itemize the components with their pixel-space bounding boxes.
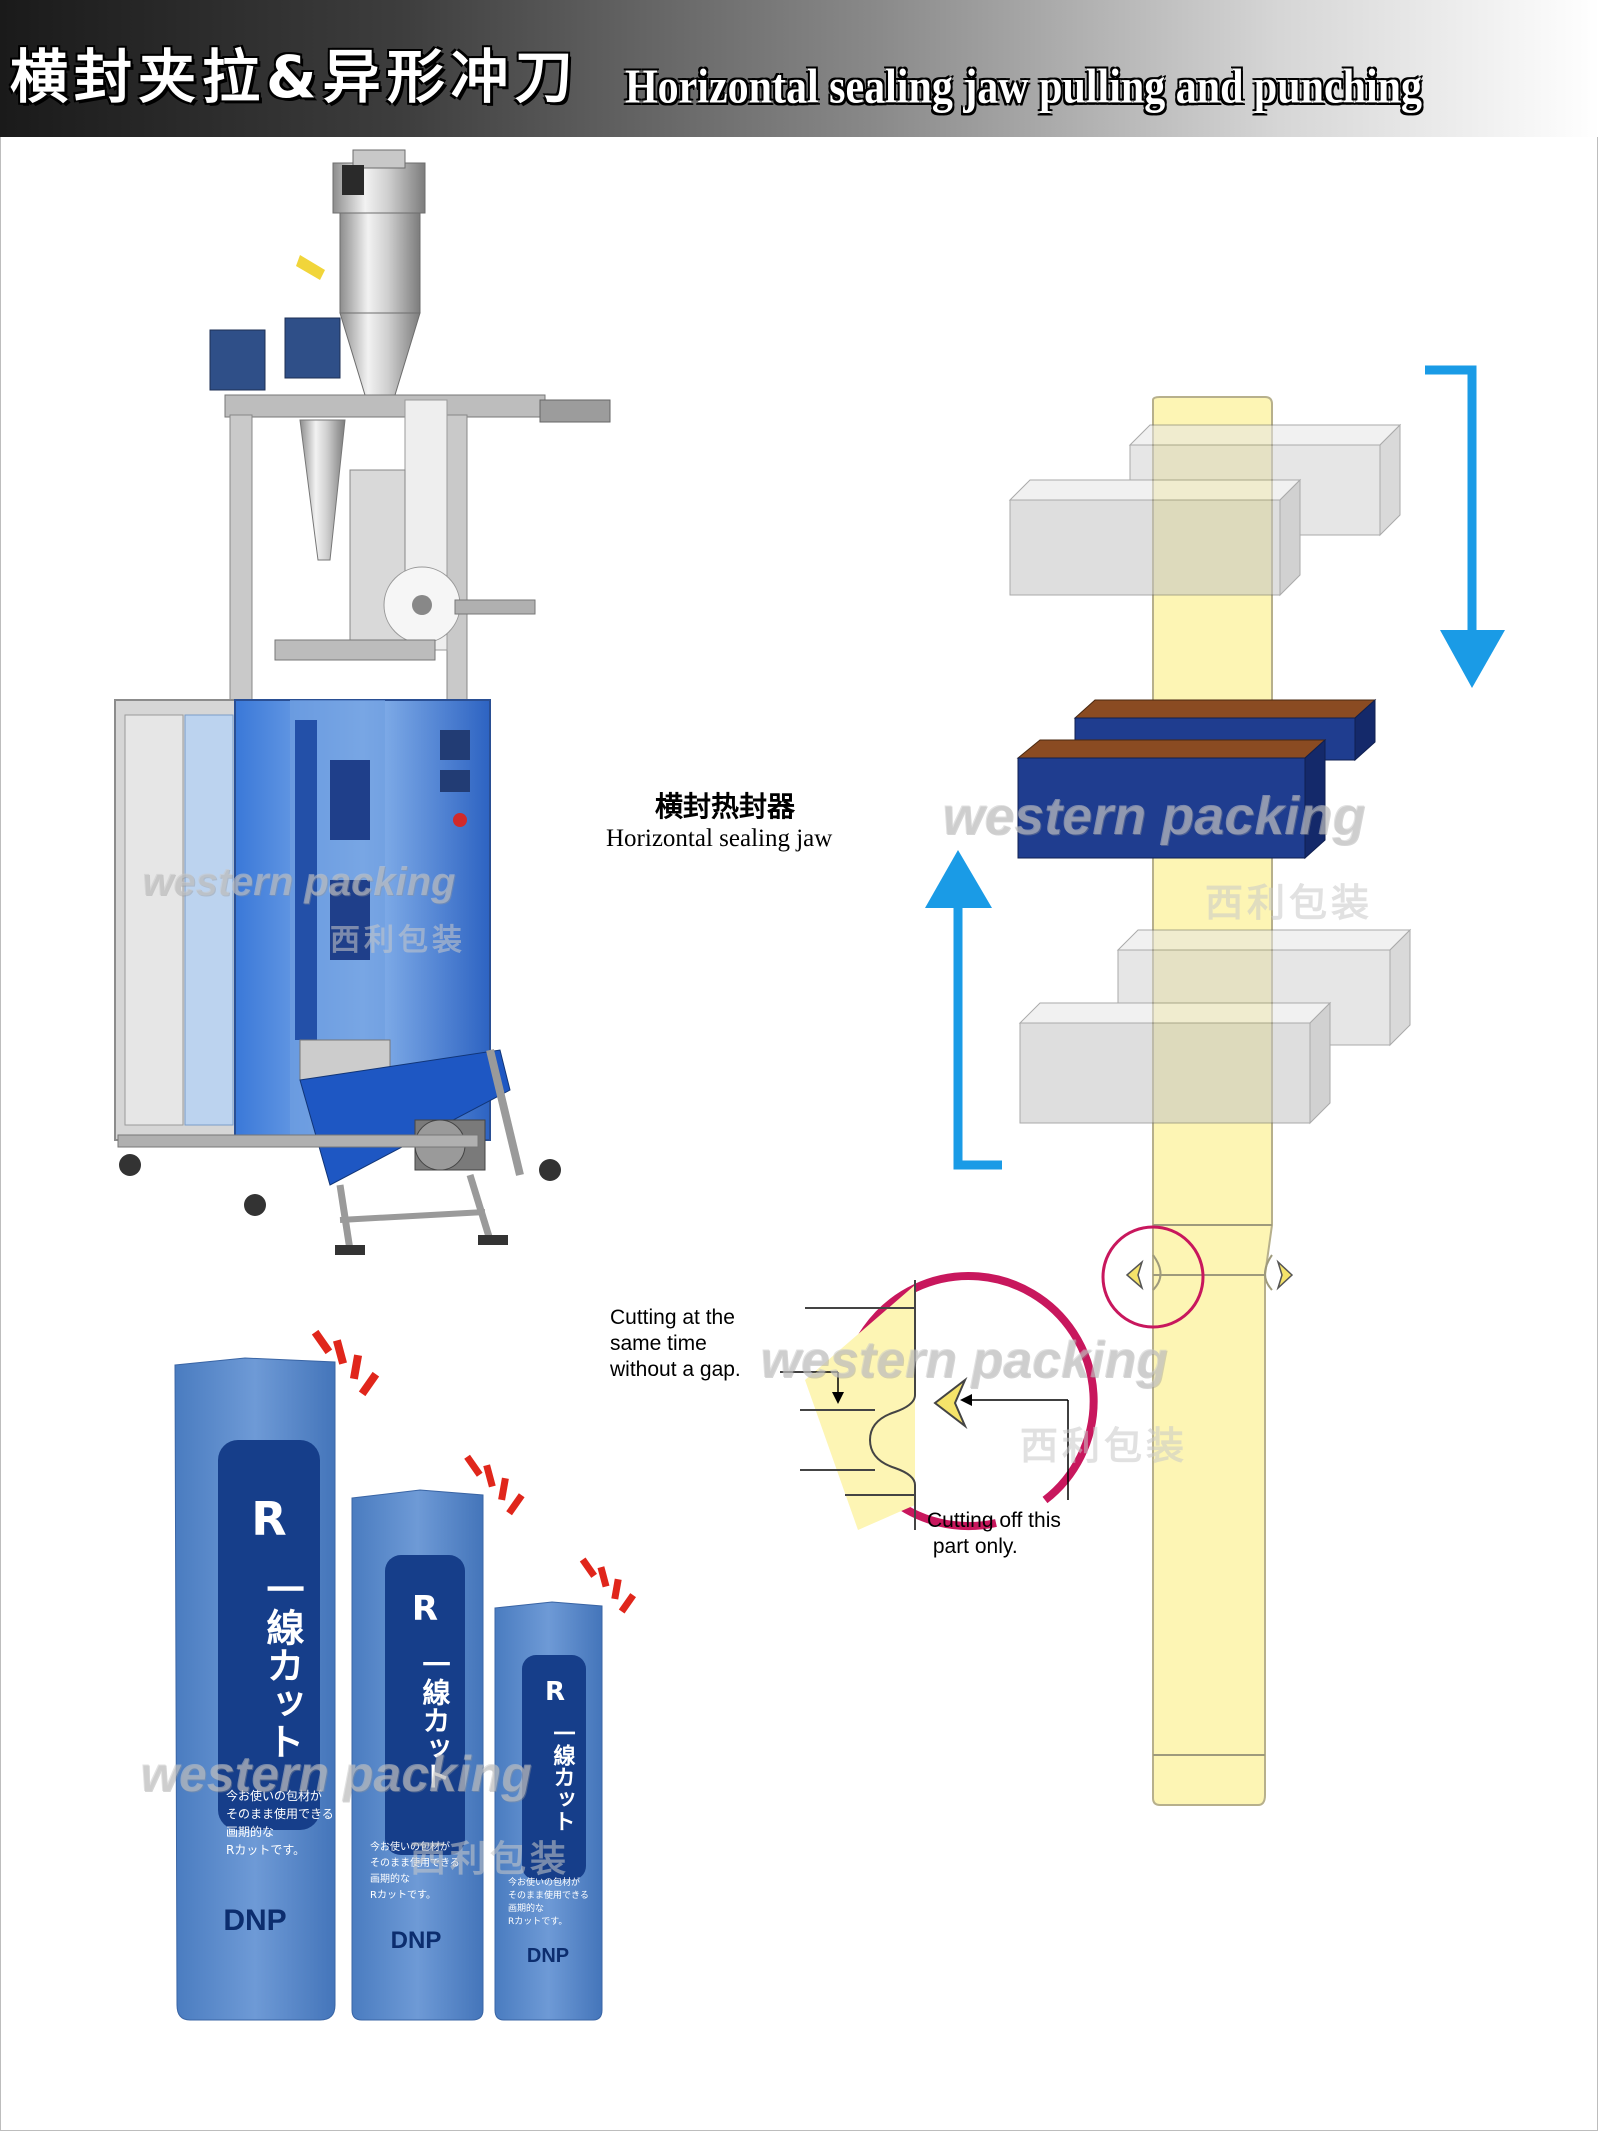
sachet-small-desc-4: Rカットです。 — [508, 1916, 567, 1927]
sachet-small-product: 一線カット — [550, 1722, 576, 1832]
punch-marks — [1101, 1225, 1294, 1329]
header-title-en: Horizontal sealing jaw pulling and punch… — [625, 61, 1423, 115]
machine-casters — [117, 1134, 561, 1255]
machine-conveyor — [299, 1049, 524, 1251]
machine-motors — [209, 255, 341, 391]
watermark-zh-detail: 西利包装 — [1020, 1424, 1189, 1468]
watermark-en-detail: western packing — [760, 1331, 1168, 1389]
arrow-down — [1425, 365, 1505, 688]
sachet-large: R 一線カット 今お使いの包材が そのまま使用できる 画期的な Rカットです。 … — [174, 1329, 380, 2021]
sachet-medium-desc-3: 画期的な — [370, 1872, 410, 1885]
sachet-small: R 一線カット 今お使いの包材が そのまま使用できる 画期的な Rカットです。 … — [494, 1557, 637, 2021]
sachet-small-brand: DNP — [527, 1945, 569, 1967]
watermark-en-machine: western packing — [142, 860, 456, 904]
packing-machine — [114, 149, 611, 1255]
sachet-medium-brand: DNP — [391, 1927, 442, 1954]
jaw-top-ghost — [1008, 423, 1402, 597]
sachet-large-desc-3: 画期的な — [226, 1824, 274, 1839]
sachet-small-desc-3: 画期的な — [508, 1902, 544, 1914]
sachet-large-desc-2: そのまま使用できる — [226, 1806, 334, 1821]
header-banner: 横封夹拉&异形冲刀 Horizontal sealing jaw pulling… — [0, 0, 1600, 137]
cutoff-note-line-1: Cutting off this — [927, 1509, 1061, 1532]
sachet-small-desc-2: そのまま使用できる — [508, 1889, 589, 1901]
sachet-medium-desc-2: そのまま使用できる — [370, 1856, 460, 1869]
cutting-note-line-1: Cutting at the — [610, 1306, 735, 1329]
sachet-medium-product: 一線カット — [419, 1650, 452, 1790]
magnified-detail — [780, 1272, 1098, 1531]
watermark-en-sachets: western packing — [140, 1746, 532, 1802]
jaw-bottom-ghost — [1018, 928, 1412, 1125]
cutting-note-line-2: same time — [610, 1332, 707, 1355]
jaw-label-zh: 横封热封器 — [655, 790, 796, 823]
jaw-active-blue — [1016, 698, 1377, 860]
sachet-medium: R 一線カット 今お使いの包材が そのまま使用できる 画期的な Rカットです。 … — [351, 1454, 525, 2021]
sachet-medium-desc-1: 今お使いの包材が — [370, 1840, 450, 1853]
machine-hopper — [332, 149, 426, 396]
sachet-large-brand: DNP — [223, 1904, 286, 1937]
sachet-large-desc-1: 今お使いの包材が — [226, 1788, 322, 1803]
cutoff-note-line-2: part only. — [927, 1535, 1018, 1558]
sachet-small-desc-1: 今お使いの包材が — [508, 1876, 580, 1888]
sachet-medium-letter: R — [412, 1589, 438, 1629]
watermark-zh-sachets: 西利包装 — [410, 1839, 571, 1880]
cutoff-note: Cutting off this part only. — [927, 1508, 1061, 1560]
sachet-small-letter: R — [545, 1677, 565, 1707]
watermark-zh-machine: 西利包装 — [330, 923, 466, 958]
sachet-large-letter: R — [251, 1492, 286, 1546]
machine-upper-frame — [224, 394, 611, 706]
cutting-note-line-3: without a gap. — [610, 1358, 741, 1381]
sachet-large-product: 一線カット — [260, 1570, 304, 1760]
sachet-large-desc-4: Rカットです。 — [226, 1843, 305, 1857]
arrow-up — [925, 850, 1002, 1170]
watermark-en-diagram: western packing — [942, 786, 1366, 846]
watermark-zh-diagram: 西利包装 — [1205, 881, 1374, 925]
header-title-zh: 横封夹拉&异形冲刀 — [10, 43, 579, 111]
sachet-medium-desc-4: Rカットです。 — [370, 1889, 436, 1901]
cutting-note: Cutting at the same time without a gap. — [610, 1305, 741, 1383]
jaw-label-en: Horizontal sealing jaw — [606, 825, 833, 852]
